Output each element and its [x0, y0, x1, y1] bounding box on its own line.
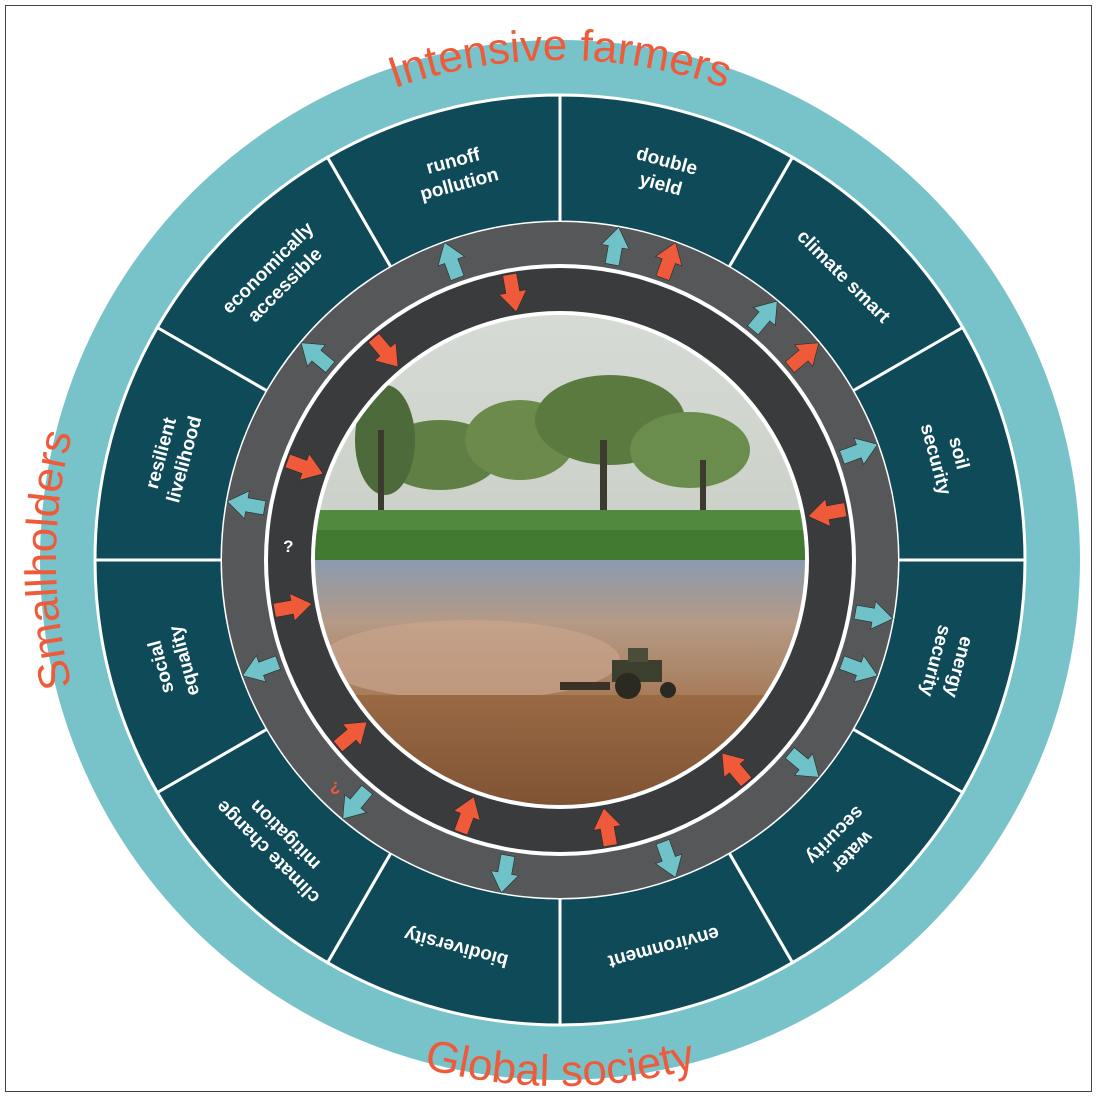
inward-arrow-resilient-livelihood — [284, 453, 324, 481]
question-mark-outward: ¿ — [330, 776, 340, 795]
question-mark-inward: ? — [283, 537, 293, 556]
tractor — [560, 648, 676, 699]
red-arrow-climate-smart — [784, 342, 820, 373]
outward-arrow-double-yield — [600, 226, 630, 267]
inward-arrow-economically-accessible — [367, 332, 399, 368]
inward-arrow-environment — [592, 807, 622, 848]
inward-arrow-biodiversity — [453, 796, 481, 836]
outward-arrow-water-security — [784, 747, 820, 778]
outward-arrow-climate-smart — [747, 300, 778, 336]
inward-arrow-water-security — [721, 752, 753, 788]
outward-arrow-energy-security-2 — [839, 654, 879, 683]
outward-arrow-soil-security — [839, 437, 879, 466]
outward-arrow-runoff-pollution — [437, 241, 466, 281]
inward-arrow-social-equality — [272, 592, 313, 622]
arrow-layer — [226, 226, 894, 894]
inward-arrow-runoff-pollution — [498, 272, 528, 313]
inward-arrow-soil-security — [807, 498, 848, 528]
outward-arrow-biodiversity — [490, 853, 520, 894]
outward-arrow-social-equality — [241, 654, 281, 683]
outward-arrow-climate-change-mitigation — [342, 784, 373, 820]
red-arrow-double-yield — [654, 241, 683, 281]
question-marks: ?¿ — [283, 537, 340, 795]
outward-arrow-energy-security — [853, 600, 894, 630]
inward-arrow-climate-change-mitigation — [332, 721, 368, 753]
outward-arrow-resilient-livelihood — [226, 490, 267, 520]
outward-arrow-economically-accessible — [300, 342, 336, 373]
outward-arrow-environment — [654, 839, 683, 879]
segment-ring — [93, 93, 1027, 1027]
figure-frame — [5, 5, 1092, 1092]
